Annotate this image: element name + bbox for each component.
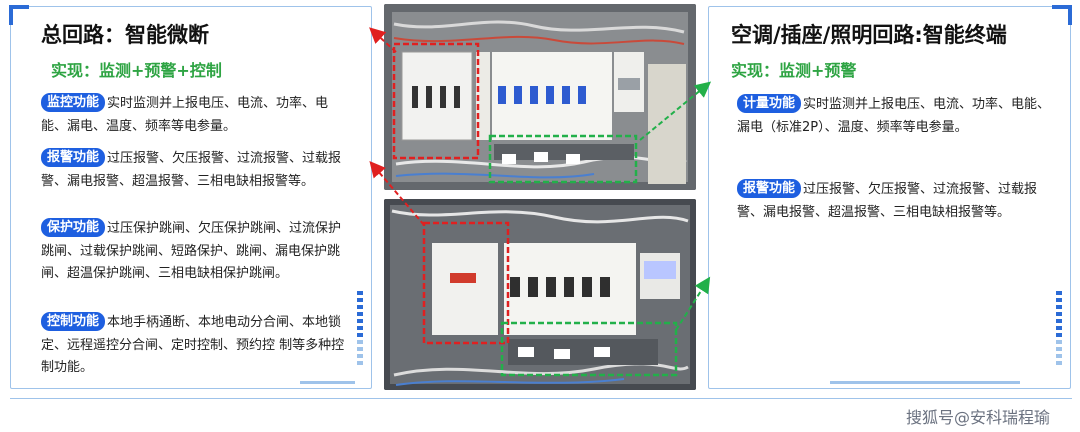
feature-metering: 计量功能实时监测并上报电压、电流、功率、电能、漏电（标准2P）、温度、频率等电参… bbox=[737, 94, 1057, 139]
right-panel-subtitle: 实现：监测+预警 bbox=[731, 61, 857, 80]
feature-text: 过压保护跳闸、欠压保护跳闸、过流保护跳闸、过载保护跳闸、短路保护、跳闸、漏电保护… bbox=[41, 221, 342, 281]
feature-monitoring: 监控功能实时监测并上报电压、电流、功率、电能、漏电、温度、频率等电参量。 bbox=[41, 93, 353, 138]
feature-badge: 计量功能 bbox=[737, 94, 802, 113]
feature-text: 过压报警、欠压报警、过流报警、过载报警、漏电报警、超温报警、三相电缺相报警等。 bbox=[41, 151, 342, 189]
feature-badge: 保护功能 bbox=[41, 218, 106, 237]
red-arrow-bottom bbox=[369, 160, 425, 226]
feature-protection: 保护功能过压保护跳闸、欠压保护跳闸、过流保护跳闸、过载保护跳闸、短路保护、跳闸、… bbox=[41, 218, 353, 286]
feature-badge: 控制功能 bbox=[41, 312, 106, 331]
left-panel: 总回路：智能微断 实现：监测+预警+控制 监控功能实时监测并上报电压、电流、功率… bbox=[9, 5, 372, 389]
panel-corner-decoration bbox=[9, 5, 29, 25]
panel-scroll-indicator bbox=[357, 291, 363, 368]
feature-text: 实时监测并上报电压、电流、功率、电能、漏电（标准2P）、温度、频率等电参量。 bbox=[737, 97, 1051, 135]
right-panel-title: 空调/插座/照明回路:智能终端 bbox=[731, 23, 1007, 47]
feature-badge: 报警功能 bbox=[41, 148, 106, 167]
red-arrow-top bbox=[369, 27, 397, 53]
distribution-box-photo-top bbox=[384, 4, 696, 190]
footer-divider bbox=[10, 398, 1072, 399]
watermark-text: 搜狐号@安科瑞程瑜 bbox=[905, 408, 1050, 427]
footer-accent bbox=[830, 381, 1020, 384]
feature-alarm: 报警功能过压报警、欠压报警、过流报警、过载报警、漏电报警、超温报警、三相电缺相报… bbox=[737, 179, 1057, 224]
left-panel-subtitle: 实现：监测+预警+控制 bbox=[51, 61, 222, 80]
right-panel: 空调/插座/照明回路:智能终端 实现：监测+预警 计量功能实时监测并上报电压、电… bbox=[708, 5, 1072, 389]
distribution-box-photo-bottom bbox=[384, 199, 696, 390]
footer-accent bbox=[300, 381, 355, 384]
panel-corner-decoration bbox=[1052, 5, 1072, 25]
green-arrow-top bbox=[639, 81, 712, 141]
feature-badge: 报警功能 bbox=[737, 179, 802, 198]
left-panel-title: 总回路：智能微断 bbox=[41, 23, 209, 47]
panel-scroll-indicator bbox=[1056, 291, 1062, 368]
feature-control: 控制功能本地手柄通断、本地电动分合闸、本地锁定、远程遥控分合闸、定时控制、预约控… bbox=[41, 312, 353, 380]
feature-text: 实时监测并上报电压、电流、功率、电能、漏电、温度、频率等电参量。 bbox=[41, 96, 329, 134]
feature-alarm: 报警功能过压报警、欠压报警、过流报警、过载报警、漏电报警、超温报警、三相电缺相报… bbox=[41, 148, 353, 193]
feature-text: 过压报警、欠压报警、过流报警、过载报警、漏电报警、超温报警、三相电缺相报警等。 bbox=[737, 182, 1038, 220]
green-arrow-bottom bbox=[675, 276, 711, 331]
feature-text: 本地手柄通断、本地电动分合闸、本地锁定、远程遥控分合闸、定时控制、预约控 制等多… bbox=[41, 315, 345, 375]
feature-badge: 监控功能 bbox=[41, 93, 106, 112]
